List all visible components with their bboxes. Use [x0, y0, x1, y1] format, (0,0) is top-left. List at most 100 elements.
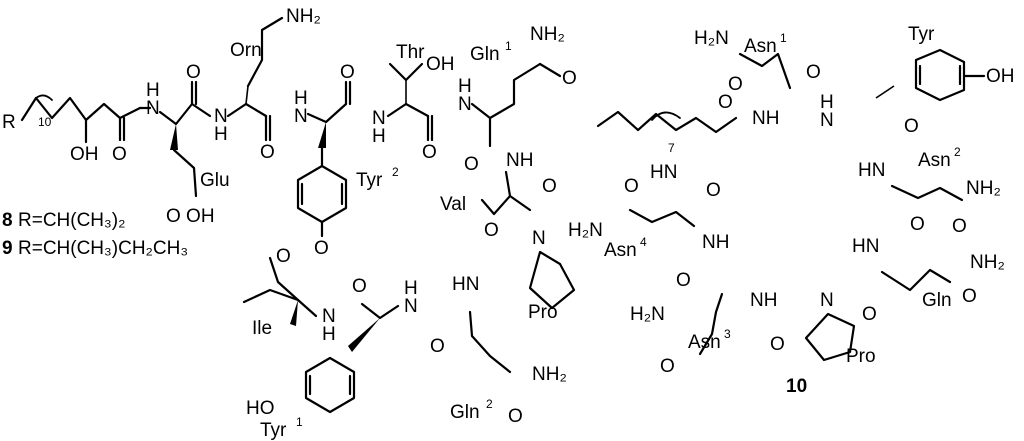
ile-carbonyl-o: O	[276, 246, 291, 267]
asn1-carbonyl-o: O	[806, 62, 821, 83]
gln2-amide-n: NH₂	[532, 364, 567, 385]
gln1-amide-o: O	[562, 68, 577, 89]
gln-carbonyl-o: O	[862, 304, 877, 325]
tyr2-h: H	[294, 88, 308, 109]
ile-n: N	[322, 306, 336, 327]
residue-asn3: Asn	[688, 332, 721, 353]
orn-carbonyl-o: O	[260, 142, 275, 163]
gln2-hn: HN	[452, 274, 479, 295]
glu-carbonyl-o: O	[186, 62, 201, 83]
asn4-nh: NH	[702, 232, 729, 253]
orn-n: N	[214, 106, 228, 127]
tyr2-n: N	[294, 106, 308, 127]
residue-glu: Glu	[200, 170, 230, 191]
residue-tyr2: Tyr	[356, 170, 383, 191]
residue-gln2: Gln	[450, 402, 480, 423]
pro-carbonyl-o: O	[770, 334, 785, 355]
asn3-carbonyl-o: O	[676, 270, 691, 291]
tyr1-h: H	[404, 278, 418, 299]
residue-asn3-index: 3	[724, 327, 731, 341]
structure-8-9: R 10 OH O H N O Glu O OH N H Orn NH₂ O H…	[2, 6, 577, 441]
lipid-carbonyl-o: O	[718, 92, 733, 113]
residue-tyr: Tyr	[908, 24, 935, 45]
asn3-amide-o: O	[660, 356, 675, 377]
val-carbonyl-o: O	[542, 176, 557, 197]
tyr-h: H	[820, 92, 834, 113]
residue-gln1: Gln	[470, 44, 500, 65]
residue-tyr1: Tyr	[260, 420, 287, 441]
residue-asn4: Asn	[604, 240, 637, 261]
asn1-amide-n: H₂N	[694, 28, 729, 49]
gln2-carbonyl-o: O	[430, 336, 445, 357]
r-group-label: R	[2, 112, 16, 133]
chain-repeat-count: 10	[38, 115, 52, 129]
gln-amide-n: NH₂	[970, 252, 1005, 273]
compound-10-number: 10	[786, 376, 807, 397]
compound-8-r-group: R=CH(CH₃)₂	[18, 210, 125, 231]
residue-ile: Ile	[252, 318, 272, 339]
residue-thr: Thr	[396, 42, 425, 63]
asn1-nh: NH	[752, 108, 779, 129]
compound-9-r-group: R=CH(CH₃)CH₂CH₃	[18, 238, 188, 259]
tyr-carbonyl-o: O	[904, 116, 919, 137]
gln-amide-o: O	[962, 286, 977, 307]
gln-hn: HN	[852, 236, 879, 257]
structure-10: H₂N Asn 1 O O NH Tyr OH N H O HN Asn 2 N…	[568, 24, 1015, 397]
gln1-amide-n: NH₂	[530, 24, 565, 45]
asn3-amide-n: H₂N	[630, 304, 665, 325]
tyr-n: N	[820, 110, 834, 131]
pro-n: N	[532, 228, 546, 249]
amide-n: N	[146, 98, 160, 119]
hydroxyl-label: OH	[70, 144, 99, 165]
gln2-amide-o: O	[508, 406, 523, 427]
tyr1-carbonyl-o: O	[352, 276, 367, 297]
asn2-amide-o: O	[952, 216, 967, 237]
val-nh: NH	[506, 150, 533, 171]
gln1-h: H	[458, 76, 472, 97]
orn-amine: NH₂	[286, 6, 321, 27]
tyr1-n: N	[404, 296, 418, 317]
ester-oxygen: O	[314, 238, 329, 259]
residue-asn4-index: 4	[640, 235, 647, 249]
asn4-carbonyl-o: O	[706, 180, 721, 201]
asn2-carbonyl-o: O	[910, 214, 925, 235]
residue-tyr1-index: 1	[296, 415, 303, 429]
asn3-nh: NH	[750, 290, 777, 311]
asn2-hn: HN	[858, 160, 885, 181]
pro-n: N	[820, 290, 834, 311]
residue-gln1-index: 1	[505, 39, 512, 53]
fatty-acid-chain	[20, 94, 152, 144]
residue-gln: Gln	[922, 290, 952, 311]
gln1-n: N	[458, 94, 472, 115]
residue-asn1: Asn	[744, 36, 777, 57]
residue-val: Val	[440, 194, 466, 215]
residue-asn2-index: 2	[954, 145, 961, 159]
thr-carbonyl-o: O	[422, 142, 437, 163]
chain-repeat-count-10: 7	[668, 141, 675, 155]
asn1-amide-o: O	[728, 74, 743, 95]
residue-asn2: Asn	[918, 150, 951, 171]
tyr-hydroxyl: OH	[986, 66, 1015, 87]
asn2-amide-n: NH₂	[966, 178, 1001, 199]
amide-h: H	[146, 80, 160, 101]
tyr2-carbonyl-o: O	[340, 62, 355, 83]
ile-h: H	[322, 324, 336, 345]
compound-8-number: 8	[2, 210, 13, 231]
orn-h: H	[214, 124, 228, 145]
glu-acid-group: O OH	[166, 206, 215, 227]
thr-n: N	[372, 108, 386, 129]
residue-pro: Pro	[528, 302, 558, 323]
residue-gln2-index: 2	[486, 397, 493, 411]
gln1-carbonyl-o: O	[464, 154, 479, 175]
tyr1-hydroxyl: HO	[246, 398, 275, 419]
thr-hydroxyl: OH	[426, 54, 455, 75]
pro-carbonyl-o: O	[484, 220, 499, 241]
asn4-amide-o: O	[624, 176, 639, 197]
residue-asn1-index: 1	[780, 31, 787, 45]
compound-9-number: 9	[2, 238, 13, 259]
thr-h: H	[372, 126, 386, 147]
residue-orn: Orn	[230, 40, 262, 61]
residue-pro-10: Pro	[846, 346, 876, 367]
lipid-hn: HN	[650, 162, 677, 183]
